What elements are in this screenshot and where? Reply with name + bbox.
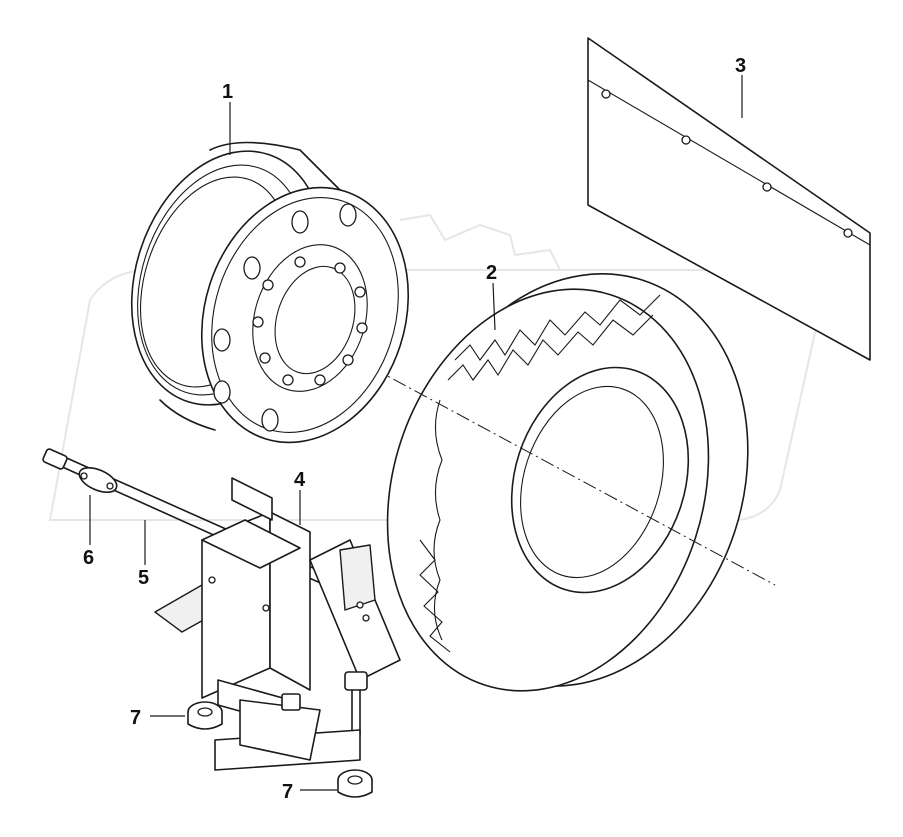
spare-wheel-bracket xyxy=(154,477,401,771)
mudflap-sheet xyxy=(587,37,871,361)
nut-upper xyxy=(187,701,223,730)
tire xyxy=(386,273,749,692)
leader-lines xyxy=(89,75,743,791)
callout-4: 4 xyxy=(294,469,306,491)
wheel-rim xyxy=(130,141,410,444)
flange-bracket xyxy=(78,466,118,494)
callout-7-lower: 7 xyxy=(282,781,293,803)
callout-3: 3 xyxy=(735,55,746,77)
callout-5: 5 xyxy=(138,567,149,589)
axis-centerline xyxy=(329,344,776,586)
callout-2: 2 xyxy=(486,262,497,284)
callout-7-upper: 7 xyxy=(130,707,141,729)
callout-6: 6 xyxy=(83,547,94,569)
nut-lower xyxy=(337,769,373,798)
callout-1: 1 xyxy=(222,81,233,103)
